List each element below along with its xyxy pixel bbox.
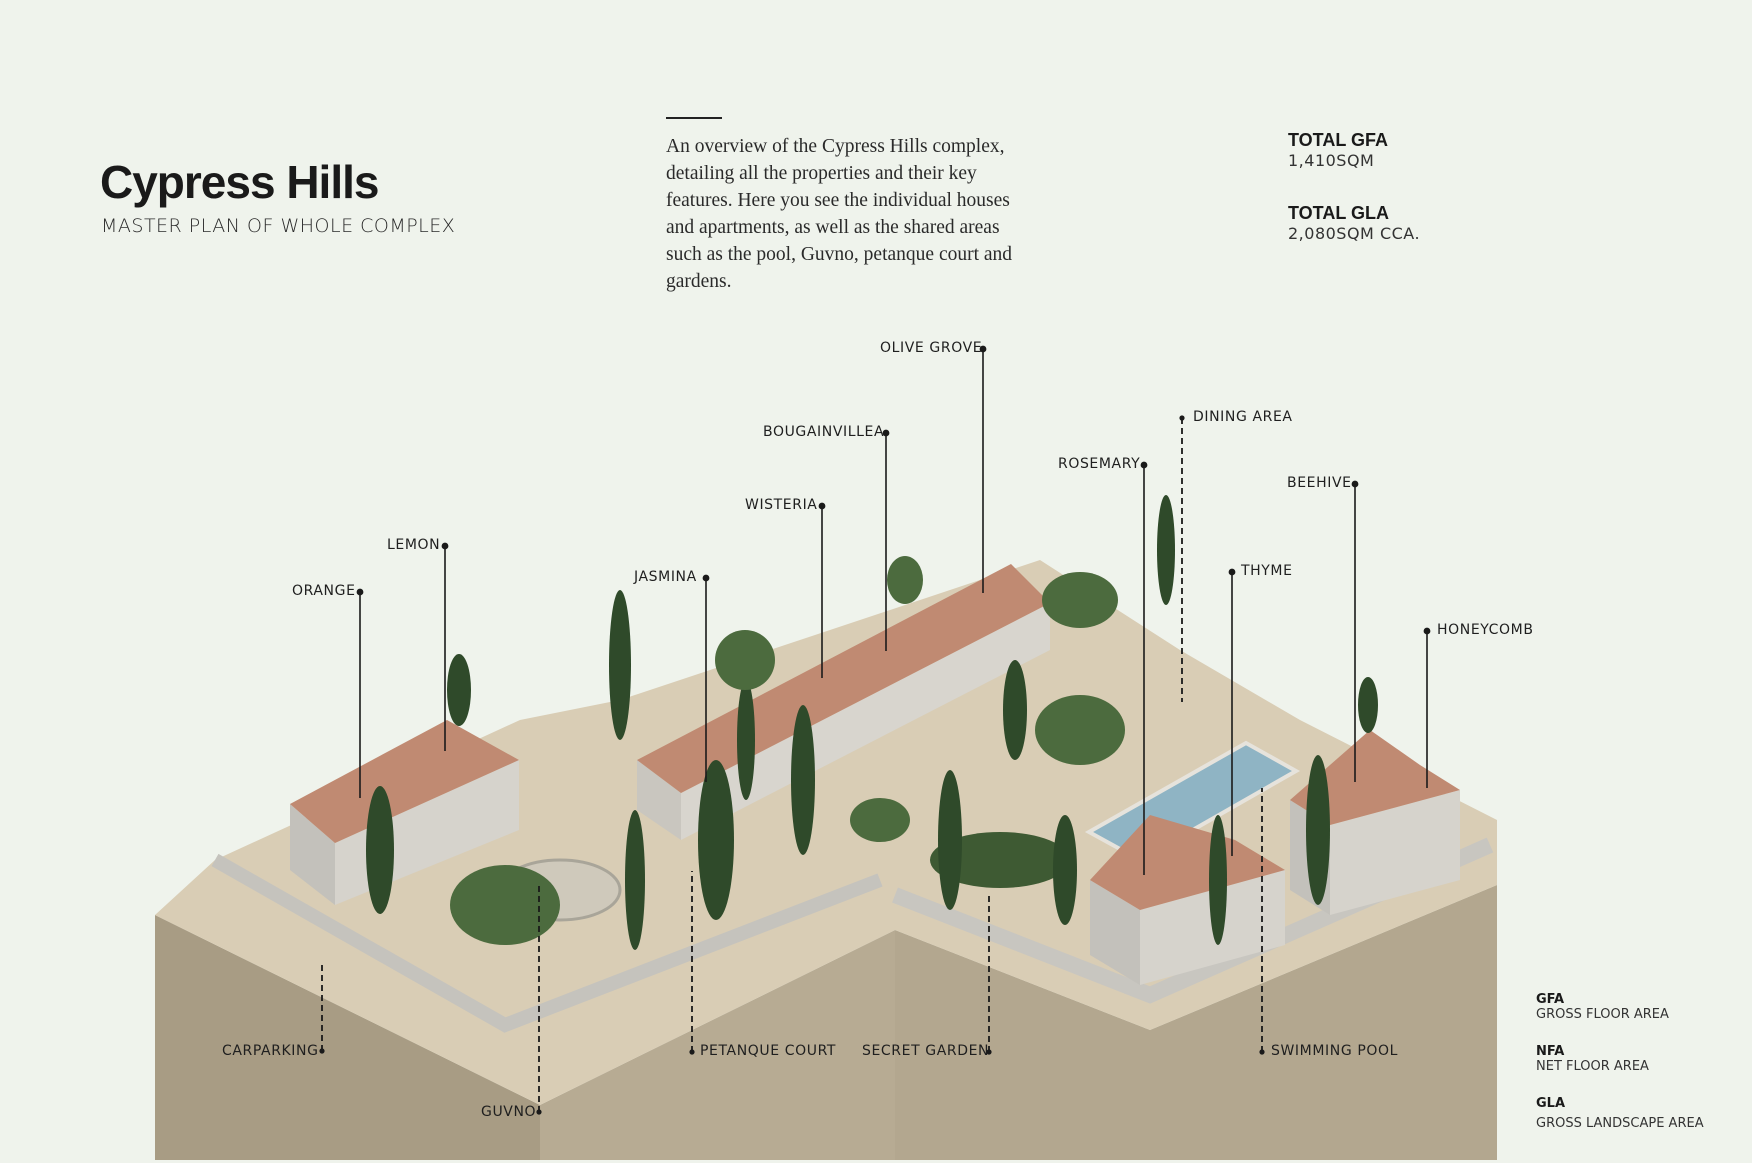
stat-total-gfa: TOTAL GFA 1,410SQM — [1288, 130, 1388, 170]
label-secret-garden: SECRET GARDEN — [862, 1043, 990, 1059]
legend-full: NET FLOOR AREA — [1536, 1059, 1649, 1074]
left-house-wall — [290, 804, 335, 905]
label-jasmina: JASMINA — [634, 569, 697, 585]
left-house-roof — [290, 720, 519, 843]
label-orange: ORANGE — [292, 583, 356, 599]
legend-abbr: GFA — [1536, 992, 1565, 1007]
legend-full: GROSS FLOOR AREA — [1536, 1007, 1669, 1022]
soil-front-right — [895, 885, 1497, 1160]
long-building-wall — [681, 603, 1050, 840]
cypress-trees — [366, 495, 1378, 950]
rosemary-house-wall — [1090, 880, 1140, 985]
label-swimming-pool: SWIMMING POOL — [1271, 1043, 1398, 1059]
soil-front-mid — [540, 930, 895, 1160]
leader-dots — [319, 415, 1265, 1115]
legend-abbr: NFA — [1536, 1044, 1565, 1059]
label-guvno: GUVNO — [481, 1104, 537, 1120]
stat-label: TOTAL GFA — [1288, 130, 1389, 150]
label-dining-area: DINING AREA — [1193, 409, 1293, 425]
legend-gla: GLA GROSS LANDSCAPE AREA — [1536, 1096, 1704, 1131]
leader-lines — [356, 345, 1431, 875]
label-honeycomb: HONEYCOMB — [1437, 622, 1534, 638]
legend-full: GROSS LANDSCAPE AREA — [1536, 1116, 1704, 1131]
label-petanque-court: PETANQUE COURT — [700, 1043, 837, 1059]
legend-nfa: NFA NET FLOOR AREA — [1536, 1044, 1649, 1074]
label-beehive: BEEHIVE — [1287, 475, 1352, 491]
page-title: Cypress Hills — [100, 156, 379, 208]
intro-paragraph: An overview of the Cypress Hills complex… — [666, 136, 1013, 292]
label-bougainvillea: BOUGAINVILLEA — [763, 424, 885, 440]
secret-garden-lawn — [930, 832, 1070, 888]
rosemary-house-roof — [1090, 815, 1285, 910]
label-lemon: LEMON — [387, 537, 441, 553]
page-subtitle: MASTER PLAN OF WHOLE COMPLEX — [101, 215, 456, 237]
legend-abbr: GLA — [1536, 1096, 1566, 1111]
legend-gfa: GFA GROSS FLOOR AREA — [1536, 992, 1669, 1022]
honeycomb-house-roof — [1290, 730, 1460, 825]
soil-front-left — [155, 915, 540, 1160]
label-wisteria: WISTERIA — [745, 497, 818, 513]
divider — [666, 117, 722, 119]
shrubs — [450, 556, 1125, 945]
label-olive-grove: OLIVE GROVE — [880, 340, 983, 356]
label-carparking: CARPARKING — [222, 1043, 319, 1059]
label-rosemary: ROSEMARY — [1058, 456, 1141, 472]
dashed-leader-lines — [321, 418, 1263, 1112]
honeycomb-house-wall — [1330, 790, 1460, 915]
stat-label: TOTAL GLA — [1288, 203, 1389, 223]
label-thyme: THYME — [1241, 563, 1293, 579]
stat-total-gla: TOTAL GLA 2,080SQM CCA. — [1288, 203, 1420, 243]
stat-value: 1,410SQM — [1288, 151, 1375, 170]
long-building-wall — [637, 760, 681, 840]
stone-wall — [211, 853, 883, 1033]
stat-value: 2,080SQM CCA. — [1288, 224, 1421, 243]
